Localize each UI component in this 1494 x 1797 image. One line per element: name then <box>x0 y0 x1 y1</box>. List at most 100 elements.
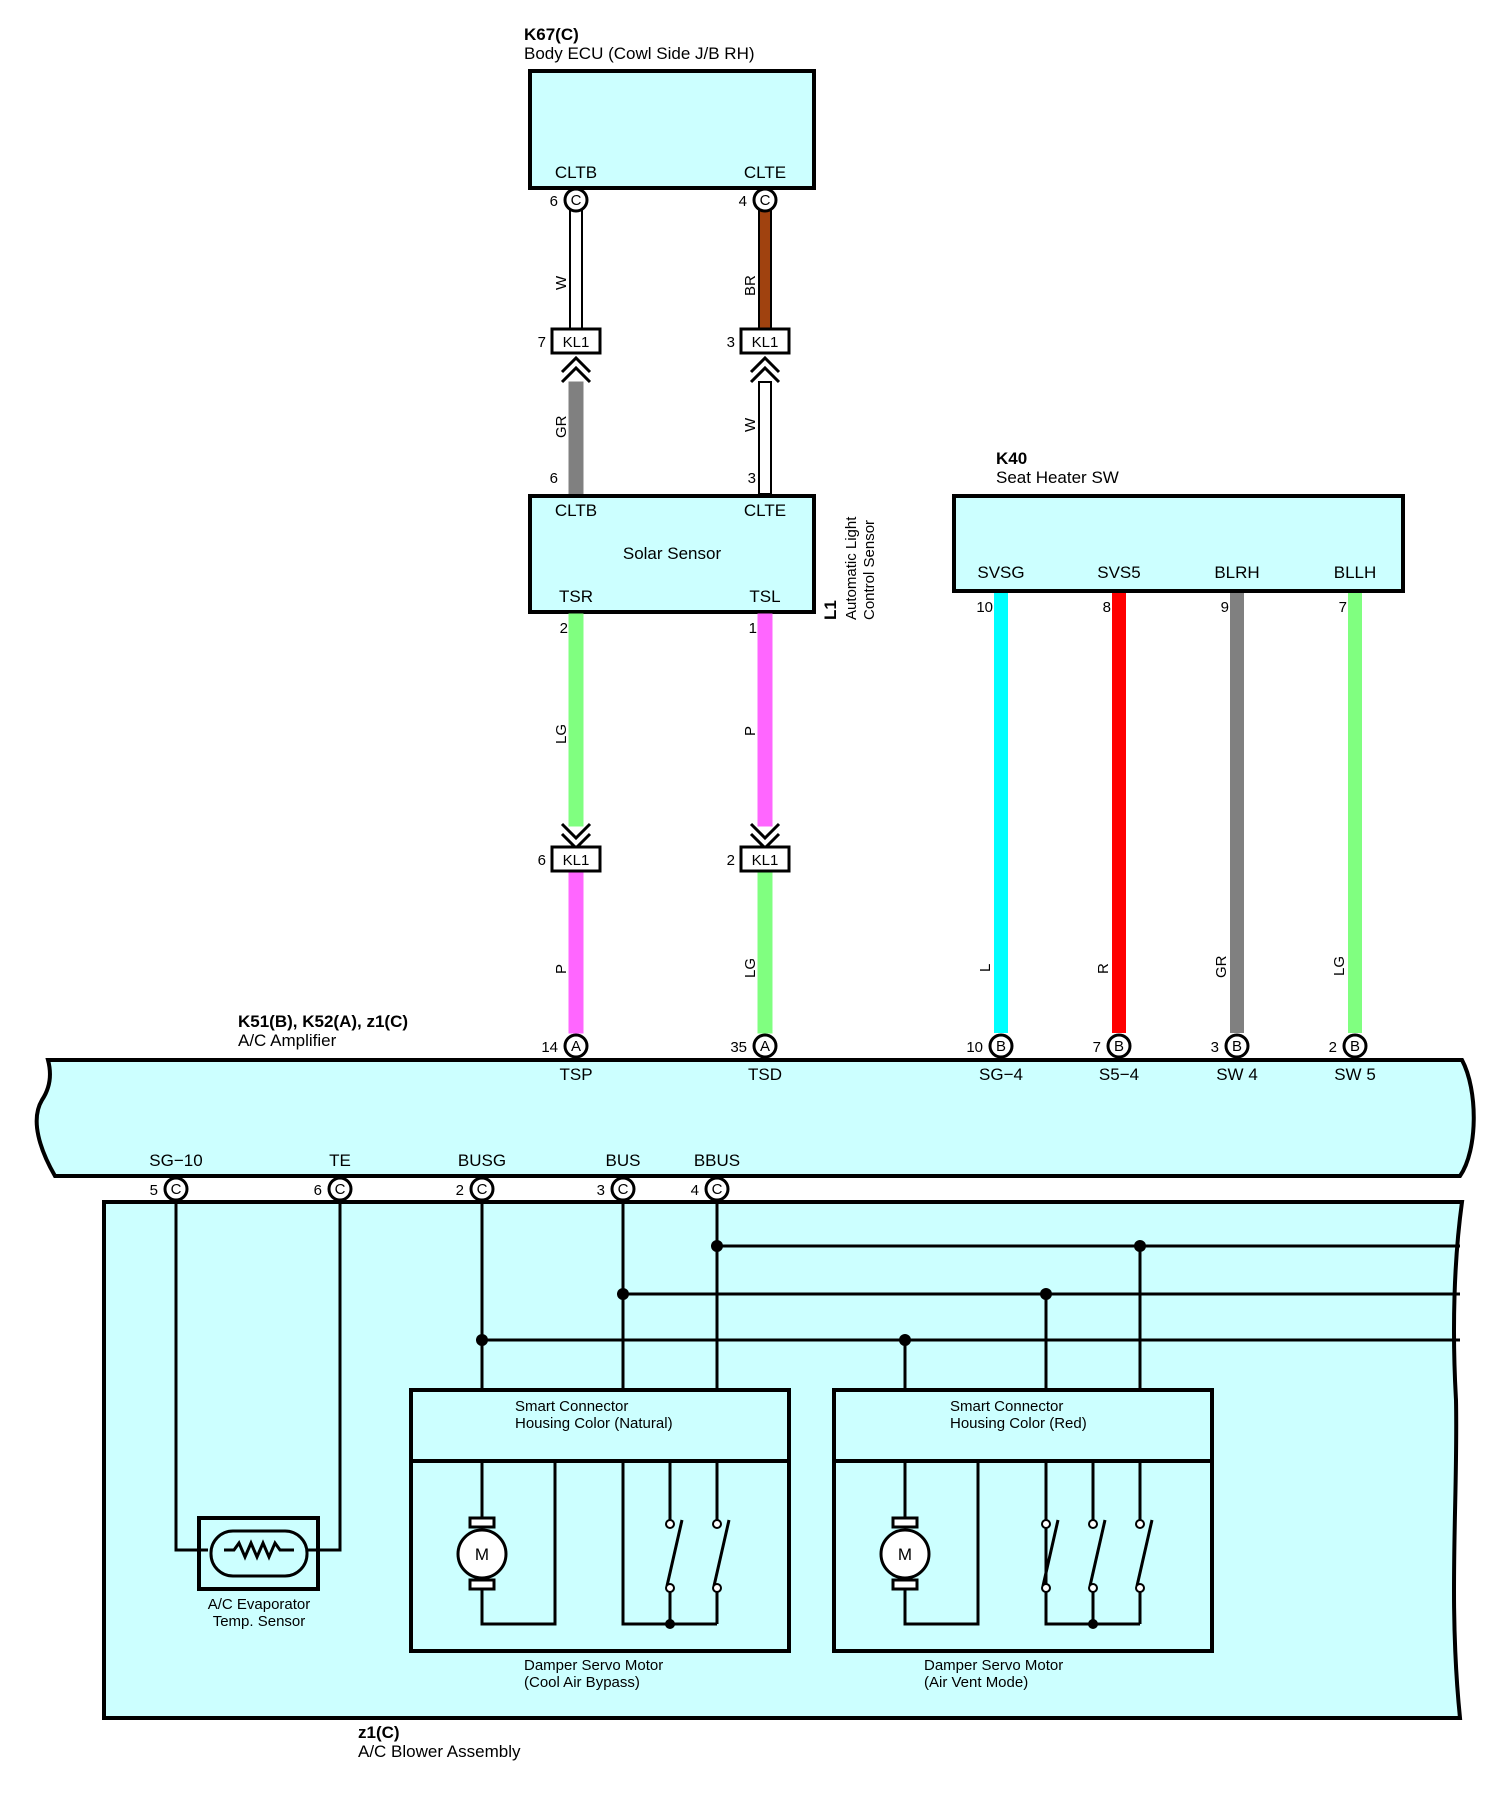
servo2-name-line2: (Air Vent Mode) <box>924 1674 1028 1691</box>
solar-sensor-box <box>528 494 816 614</box>
ac-blower-name: A/C Blower Assembly <box>358 1742 521 1761</box>
pin-conn-letter: C <box>571 192 582 209</box>
wire-w3-code: GR <box>553 415 570 438</box>
seat-heater-ref: K40 <box>996 449 1027 468</box>
wire-w8: LG <box>742 872 773 1034</box>
busg-junction-2 <box>899 1334 911 1346</box>
pin-conn-letter: C <box>477 1181 488 1198</box>
servo1-header-line2: Housing Color (Natural) <box>515 1415 673 1432</box>
amp-bottom-pin-te: C 6 <box>314 1176 353 1202</box>
resistor-icon <box>224 1539 294 1561</box>
kl1-label: KL1 <box>563 334 590 351</box>
wire-w5: LG <box>553 613 584 827</box>
wire-w5-body <box>568 613 584 827</box>
servo2-header-line2: Housing Color (Red) <box>950 1415 1087 1432</box>
servo1-header <box>409 1388 791 1463</box>
wire-w4: W <box>742 381 772 495</box>
motor-lead-loop <box>480 1461 557 1626</box>
servo1-name-line2: (Cool Air Bypass) <box>524 1674 640 1691</box>
pin-number: 2 <box>1329 1039 1337 1056</box>
wire-w8-code: LG <box>742 958 759 978</box>
seat-heater-pin-no-3: 7 <box>1339 599 1347 616</box>
ac-amplifier-component: K51(B), K52(A), z1(C) A/C Amplifier A 14… <box>34 1012 1476 1178</box>
servo2-header-line1: Smart Connector <box>950 1398 1063 1415</box>
switch-contact <box>1041 1519 1051 1529</box>
solar-sensor-pin-clte: CLTE <box>744 501 786 520</box>
wire-w12: LG <box>1331 593 1362 1033</box>
solar-sensor-pin-tsr: TSR <box>559 587 593 606</box>
wire-w7: P <box>553 872 584 1034</box>
motor-icon <box>879 1528 931 1580</box>
solar-sensor-pin-tsl: TSL <box>749 587 780 606</box>
pin-number: 14 <box>541 1039 558 1056</box>
pin-conn-letter: B <box>1114 1038 1124 1055</box>
body-ecu-pin-4: C 4 <box>739 187 778 213</box>
wire-w6: P <box>742 613 773 827</box>
solar-sensor-pin-tsl-no: 1 <box>749 620 757 637</box>
body-ecu-pin-cltb: CLTB <box>555 163 597 182</box>
motor-icon <box>456 1528 508 1580</box>
servo1-header-line1: Smart Connector <box>515 1398 628 1415</box>
kl1-chevron-down-icon <box>560 822 592 851</box>
switch-common <box>621 1461 717 1626</box>
pin-conn-letter: B <box>996 1038 1006 1055</box>
servo2-header <box>832 1388 1214 1463</box>
pin-number: 2 <box>456 1182 464 1199</box>
pin-label: TSP <box>559 1065 592 1084</box>
pin-label: SW 4 <box>1216 1065 1258 1084</box>
kl1-connector-3: KL1 3 <box>727 327 791 384</box>
wire-w3-body <box>568 381 584 495</box>
motor-label: M <box>898 1545 912 1564</box>
pin-conn-letter: A <box>760 1038 770 1055</box>
pin-conn-letter: C <box>618 1181 629 1198</box>
motor-label: M <box>475 1545 489 1564</box>
seat-heater-pin-label-1: SVS5 <box>1097 563 1140 582</box>
damper-servo-cool-air-bypass: Smart Connector Housing Color (Natural) … <box>409 1388 791 1691</box>
wire-w8-body <box>757 872 773 1034</box>
kl1-box <box>550 327 602 355</box>
kl1-chevron-up-icon <box>749 355 781 384</box>
pin-conn-letter: B <box>1232 1038 1242 1055</box>
seat-heater-name: Seat Heater SW <box>996 468 1119 487</box>
amp-top-pin-sw4: B 3 SW 4 <box>1211 1033 1258 1084</box>
pin-number: 7 <box>1093 1039 1101 1056</box>
ac-amplifier-name: A/C Amplifier <box>238 1031 337 1050</box>
wire-w6-body <box>757 613 773 827</box>
pin-circle <box>563 187 589 213</box>
wire-w6-code: P <box>742 726 759 736</box>
pin-conn-letter: C <box>171 1181 182 1198</box>
amp-bottom-label-bus: BUS <box>606 1151 641 1170</box>
motor-brush-bottom <box>468 1578 496 1591</box>
body-ecu-component: K67(C) Body ECU (Cowl Side J/B RH) CLTB … <box>524 25 816 190</box>
wire-w9-code: L <box>977 964 994 972</box>
solar-sensor-pin-clte-no: 3 <box>748 470 756 487</box>
wire-w4-body <box>758 381 772 495</box>
pin-number: 3 <box>1211 1039 1219 1056</box>
wire-w12-code: LG <box>1331 956 1348 976</box>
pin-conn-letter: C <box>712 1181 723 1198</box>
kl1-chevron-down-icon <box>749 822 781 851</box>
switch-contact <box>1135 1519 1145 1529</box>
pin-conn-letter: B <box>1350 1038 1360 1055</box>
pin-label: SG−4 <box>979 1065 1023 1084</box>
switch-contact <box>1041 1583 1051 1593</box>
seat-heater-pin-label-2: BLRH <box>1214 563 1259 582</box>
kl1-box <box>739 845 791 873</box>
pin-conn-letter: A <box>571 1038 581 1055</box>
wire-w7-code: P <box>553 964 570 974</box>
motor-brush-bottom <box>891 1578 919 1591</box>
switch-junction <box>1088 1619 1098 1629</box>
amp-bottom-pin-sg10: C 5 <box>150 1176 189 1202</box>
sensor-name-line1: A/C Evaporator <box>208 1596 311 1613</box>
amp-top-pin-tsd: A 35 TSD <box>730 1033 782 1084</box>
pin-label: S5−4 <box>1099 1065 1139 1084</box>
wire-w11-code: GR <box>1213 955 1230 978</box>
switch-contact <box>1088 1519 1098 1529</box>
wire-w1-code: W <box>553 275 570 290</box>
kl1-box <box>550 845 602 873</box>
wire-w4-code: W <box>742 417 759 432</box>
amp-top-pin-sw5: B 2 SW 5 <box>1329 1033 1376 1084</box>
pin-conn-letter: C <box>335 1181 346 1198</box>
amp-top-pin-s54: B 7 S5−4 <box>1093 1033 1139 1084</box>
